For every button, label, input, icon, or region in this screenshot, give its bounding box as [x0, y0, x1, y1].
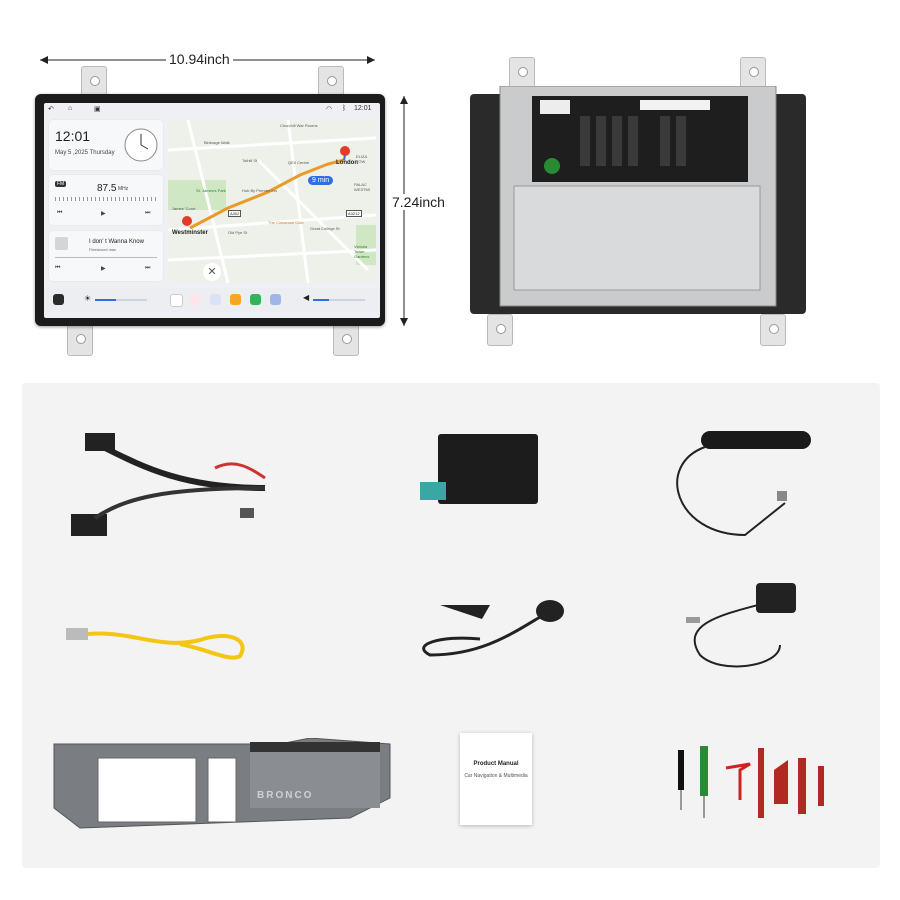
apps-icon[interactable] [210, 294, 221, 305]
radio-icon[interactable] [230, 294, 241, 305]
usb-cable [66, 628, 245, 660]
music-widget[interactable]: I don' t Wanna Know Fleetwood mac ⏮ ▶ ⏭ [49, 231, 163, 281]
radio-band-badge: FM [55, 181, 67, 187]
rear-bracket-bottom-left [487, 314, 513, 346]
manual-title: Product Manual [473, 761, 519, 767]
play-store-icon[interactable] [250, 294, 261, 305]
map-label: A3212 [346, 210, 362, 217]
clock-widget[interactable]: 12:01 May 5 ,2025 Thursday [49, 120, 163, 170]
frequency-scale [55, 197, 157, 201]
bronco-dash-trim-frame [53, 738, 391, 829]
route-line [189, 158, 345, 230]
map-label: PALAC WESTMI [354, 182, 370, 192]
product-manual: Product Manual Car Navigation & Multimed… [460, 733, 532, 825]
external-microphone [422, 600, 564, 657]
width-dimension-label: 10.94inch [166, 51, 233, 67]
map-label: James' Court [172, 206, 196, 211]
home-icon[interactable]: ⌂ [68, 105, 73, 112]
map-label: ELIZA TOW [356, 154, 367, 164]
map-label: Victoria Tower Gardens [354, 244, 370, 259]
canbus-decoder-box [420, 434, 538, 504]
wiring-harness [71, 433, 266, 536]
destination-pin-icon [340, 146, 350, 156]
recent-apps-icon[interactable]: ▣ [94, 106, 101, 113]
map-label: Old Pye St [228, 230, 248, 235]
eta-badge: 9 min [308, 176, 334, 185]
analog-clock-icon [124, 128, 158, 162]
gps-antenna [686, 583, 796, 668]
mount-bracket-top-right [318, 66, 344, 98]
wifi-icon: ◠ [326, 106, 333, 113]
music-artist: Fleetwood mac [89, 247, 117, 252]
map-label: QEII Centre [288, 160, 310, 165]
origin-pin-icon [182, 216, 192, 226]
volume-icon: ◀ [303, 293, 310, 302]
trim-removal-tools [678, 746, 824, 818]
map-view[interactable]: 9 min Westminster London Churchill War R… [168, 120, 376, 283]
rear-chassis [470, 86, 806, 314]
brightness-icon: ☀ [84, 294, 92, 303]
map-label: Birdcage Walk [204, 140, 230, 145]
mount-bracket-bottom-right [333, 324, 359, 356]
map-label: Great College St [310, 226, 340, 231]
next-track-icon[interactable]: ⏭ [145, 265, 151, 271]
manual-subtitle: Car Navigation & Multimedia [464, 773, 528, 779]
status-bar: ↶ ⌂ ▣ ◠ ᛒ 12:01 [44, 103, 380, 117]
close-icon[interactable]: ✕ [203, 263, 221, 281]
map-label: The Cinnamon Club [268, 220, 304, 225]
destination-label: London [336, 160, 358, 166]
map-label: St. James's Park [196, 188, 226, 193]
rear-bracket-top-right [740, 57, 766, 89]
clock-time: 12:01 [55, 128, 91, 144]
map-label: Churchill War Rooms [280, 123, 318, 128]
previous-track-icon[interactable]: ⏮ [55, 265, 61, 271]
volume-slider[interactable] [313, 299, 365, 301]
previous-icon[interactable]: ⏮ [57, 210, 63, 216]
height-dimension-label: 7.24inch [389, 194, 448, 210]
music-icon[interactable] [190, 294, 201, 305]
radio-widget[interactable]: FM 87.5 MHz ⏮ ▶ ⏭ [49, 175, 163, 225]
album-art [55, 237, 68, 250]
rear-bracket-top-left [509, 57, 535, 89]
bronco-badge: BRONCO [257, 790, 314, 801]
maps-icon[interactable] [170, 294, 183, 307]
music-title: I don' t Wanna Know [89, 239, 144, 245]
origin-label: Westminster [172, 230, 208, 236]
clock-date: May 5 ,2025 Thursday [55, 150, 115, 156]
status-time: 12:01 [354, 105, 372, 112]
rear-bracket-bottom-right [760, 314, 786, 346]
map-label: Hub By Premier Inn [242, 188, 277, 193]
map-label: Tothill St [242, 158, 258, 163]
map-canvas [168, 120, 376, 283]
progress-bar[interactable] [55, 257, 157, 258]
play-icon[interactable]: ▶ [101, 211, 106, 217]
settings-icon[interactable] [270, 294, 281, 305]
mount-bracket-bottom-left [67, 324, 93, 356]
radio-unit: MHz [118, 186, 129, 192]
radio-frequency: 87.5 [97, 183, 117, 194]
bluetooth-icon: ᛒ [342, 105, 347, 112]
car-icon[interactable] [53, 294, 64, 305]
radio-antenna [676, 431, 811, 537]
brightness-slider[interactable] [95, 299, 147, 301]
back-icon[interactable]: ↶ [48, 106, 54, 113]
play-track-icon[interactable]: ▶ [101, 266, 106, 272]
map-label: A302 [228, 210, 242, 217]
next-icon[interactable]: ⏭ [145, 210, 151, 216]
